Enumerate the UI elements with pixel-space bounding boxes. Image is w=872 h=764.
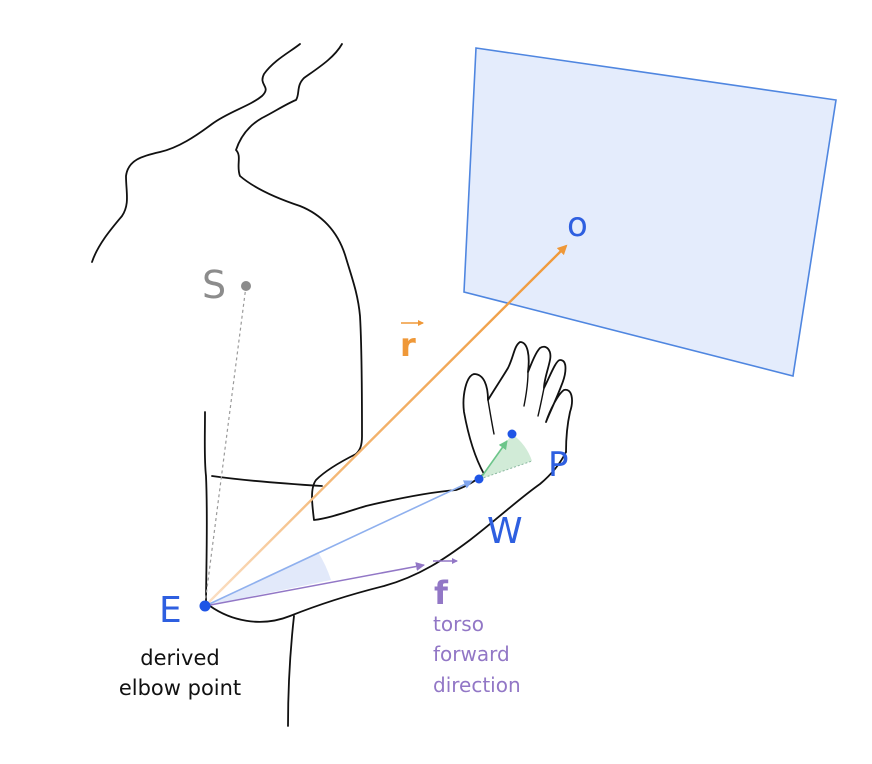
shoulder-label: S: [202, 263, 226, 307]
finger-gap-2: [523, 371, 529, 407]
target-label: o: [567, 205, 588, 245]
upper-arm-outline: [203, 411, 208, 607]
elbow-caption-line2: elbow point: [119, 676, 241, 700]
palm-point: [507, 429, 517, 439]
palm-label: P: [548, 445, 569, 485]
ray-arrow-r: [204, 244, 568, 607]
forearm-top-outline: [311, 453, 485, 521]
forward-caption-line2: forward: [433, 642, 510, 666]
palm-angle-wedge: [480, 434, 532, 479]
forward-label-f: f: [434, 574, 449, 612]
elbow-label: E: [159, 590, 182, 631]
wrist-label: W: [487, 511, 523, 552]
forward-caption-line3: direction: [433, 673, 521, 697]
torso-lower-outline: [287, 615, 295, 727]
forward-arrow-f: [204, 562, 425, 607]
finger-gap-1: [487, 399, 495, 435]
finger-gap-3: [537, 387, 545, 417]
ray-label-r: r: [400, 326, 416, 364]
elbow-point: [199, 600, 211, 612]
forearm-arrow: [204, 480, 473, 607]
forward-caption-line1: torso: [433, 612, 484, 636]
wrist-point: [474, 474, 484, 484]
shoulder-point: [241, 281, 251, 291]
screen-plane: [463, 47, 837, 377]
head-outline: [91, 43, 301, 263]
elbow-angle-wedge: [205, 552, 331, 606]
palm-dashed-extension: [479, 460, 533, 480]
shoulder-elbow-dashed-line: [204, 285, 247, 605]
face-outline: [235, 43, 363, 455]
sleeve-line: [211, 475, 323, 487]
elbow-caption-line1: derived: [140, 646, 219, 670]
palm-arrow: [479, 440, 508, 480]
hand-outline: [462, 341, 573, 475]
